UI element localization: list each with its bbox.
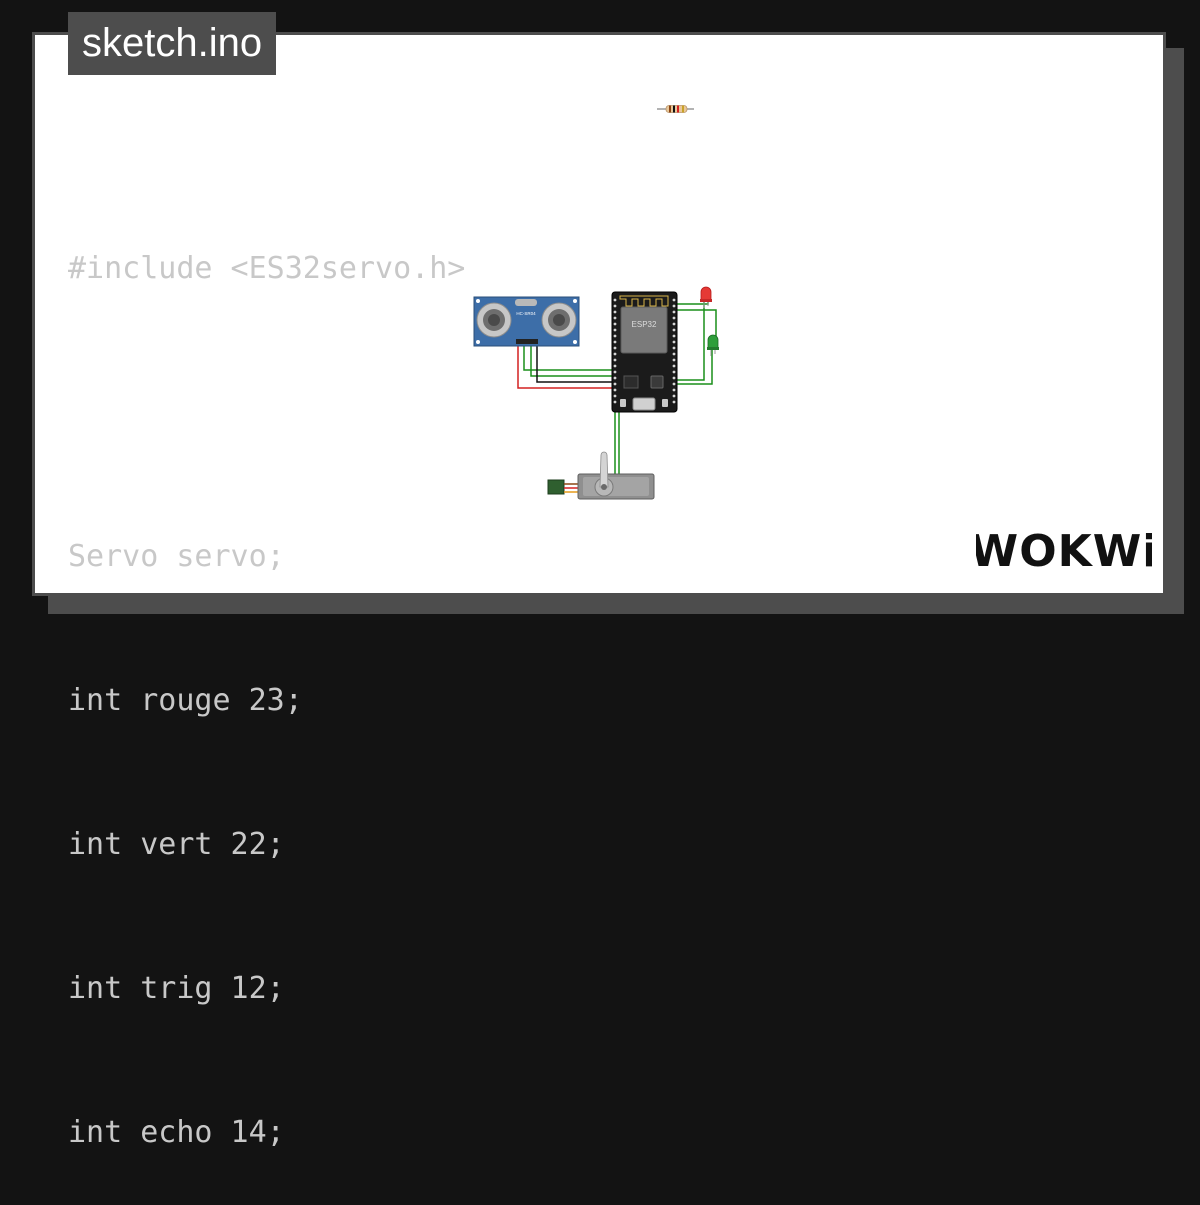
code-snippet: #include <ES32servo.h> Servo servo; int … [68, 149, 465, 1205]
servo-motor[interactable] [547, 451, 655, 500]
resistor[interactable] [657, 105, 694, 113]
wokwi-logo: WOKWi [976, 526, 1152, 577]
circuit-diagram: HC-SR04 ESP32 [473, 105, 719, 500]
board-label: ESP32 [632, 320, 657, 329]
board-pins-left [613, 298, 617, 404]
code-line: int trig 12; [68, 971, 285, 1006]
code-line: int rouge 23; [68, 683, 303, 718]
code-line [68, 389, 465, 437]
logo-text: WOKWi [976, 526, 1152, 577]
ultrasonic-sensor[interactable]: HC-SR04 [473, 296, 580, 347]
led-green[interactable] [707, 334, 719, 356]
esp32-board[interactable]: ESP32 [611, 291, 678, 413]
code-line: int vert 22; [68, 827, 285, 862]
file-tab[interactable]: sketch.ino [68, 12, 277, 75]
project-preview-card [32, 32, 1166, 596]
code-line: #include <ES32servo.h> [68, 251, 466, 286]
led-red[interactable] [700, 286, 712, 308]
board-pins-right [672, 298, 676, 404]
sensor-label: HC-SR04 [516, 311, 536, 316]
code-line: int echo 14; [68, 1115, 285, 1150]
code-line: Servo servo; [68, 539, 285, 574]
